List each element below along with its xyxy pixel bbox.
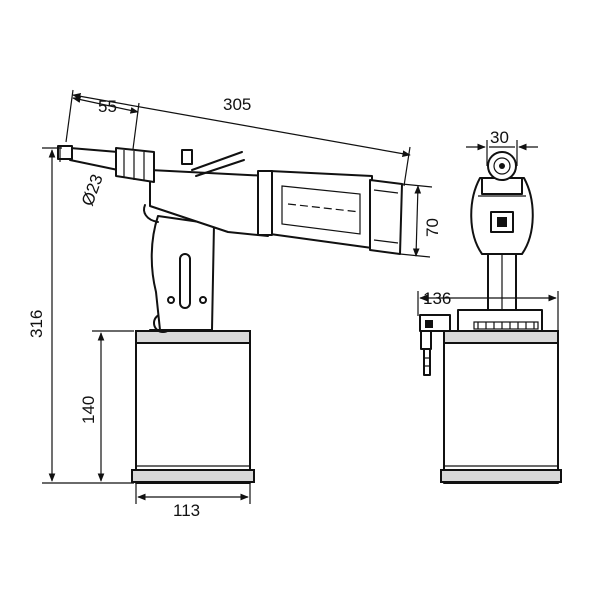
- air-connector: [419, 314, 451, 376]
- dimension-nose-length: 55: [65, 89, 140, 150]
- dimension-reservoir-height: 140: [79, 330, 134, 482]
- handle: [143, 204, 215, 331]
- nose-diameter-label: Ø23: [78, 172, 107, 209]
- dimension-side-depth: 136: [417, 289, 559, 330]
- side-view: 55 305 Ø23 70 316: [27, 89, 442, 520]
- dimension-tool-length: 305: [72, 93, 411, 187]
- dimension-total-height: 316: [27, 147, 134, 484]
- nose: [57, 145, 155, 183]
- dimension-base-width: 113: [135, 484, 251, 520]
- base-width-label: 113: [173, 501, 200, 520]
- barrel: [149, 169, 403, 255]
- dimension-top-width: 30: [466, 128, 538, 166]
- side-depth-label: 136: [423, 289, 451, 308]
- barrel-height-label: 70: [423, 218, 442, 237]
- front-nose: [487, 151, 517, 181]
- reservoir-height-label: 140: [79, 396, 98, 424]
- dimension-barrel-height: 70: [399, 183, 442, 258]
- front-head-plate: [457, 309, 543, 332]
- front-reservoir: [440, 330, 562, 484]
- top-width-label: 30: [490, 128, 509, 147]
- front-view: 30 136: [417, 128, 562, 484]
- total-height-label: 316: [27, 310, 46, 338]
- reservoir-cylinder: [131, 330, 255, 484]
- tool-length-label: 305: [223, 95, 251, 114]
- front-barrel: [470, 177, 534, 255]
